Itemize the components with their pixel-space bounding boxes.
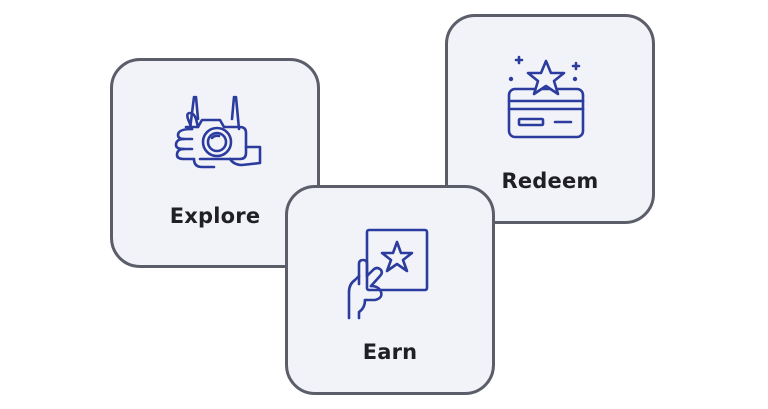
earn-card[interactable]: Earn [285,185,495,395]
card-star-icon [505,53,595,147]
earn-label: Earn [362,340,418,364]
explore-label: Explore [169,204,261,228]
redeem-label: Redeem [501,169,599,193]
hand-star-card-icon [345,226,435,326]
explore-card[interactable]: Explore [110,58,320,268]
camera-hand-icon [160,89,270,183]
